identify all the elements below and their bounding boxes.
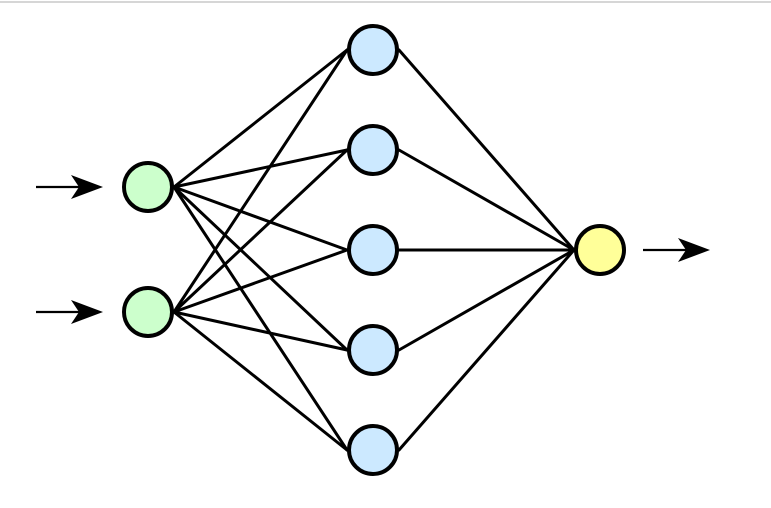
output-1-node [574,224,626,276]
edge-input-2-hidden-1 [172,48,349,314]
input-arrow-2 [36,300,103,324]
edge-input-2-hidden-2 [172,148,349,314]
edge-hidden-1-output-1 [397,48,576,252]
arrows-layer [36,175,710,324]
output-layer [574,224,626,276]
edge-hidden-4-output-1 [397,248,576,352]
output-arrow [643,238,710,262]
hidden-1-node [347,24,399,76]
nodes-layer [122,24,626,476]
hidden-layer [347,24,399,476]
edge-hidden-5-output-1 [397,248,576,452]
input-layer [122,161,174,338]
input-arrow-1 [36,175,103,199]
hidden-2-node [347,124,399,176]
output-arrow-head-icon [678,238,710,262]
edge-input-2-hidden-5 [172,310,349,452]
edge-input-1-hidden-3 [172,185,349,252]
edge-input-1-hidden-2 [172,148,349,189]
input-1-node [122,161,174,213]
input-arrow-1-head-icon [71,175,103,199]
edge-input-1-hidden-1 [172,48,349,189]
hidden-3-node [347,224,399,276]
hidden-4-node [347,324,399,376]
edge-input-2-hidden-3 [172,248,349,314]
edge-input-1-hidden-4 [172,185,349,352]
input-2-node [122,286,174,338]
edge-hidden-2-output-1 [397,148,576,252]
edge-input-2-hidden-4 [172,310,349,352]
edges-layer [172,48,576,452]
hidden-5-node [347,424,399,476]
edge-input-1-hidden-5 [172,185,349,452]
input-arrow-2-head-icon [71,300,103,324]
